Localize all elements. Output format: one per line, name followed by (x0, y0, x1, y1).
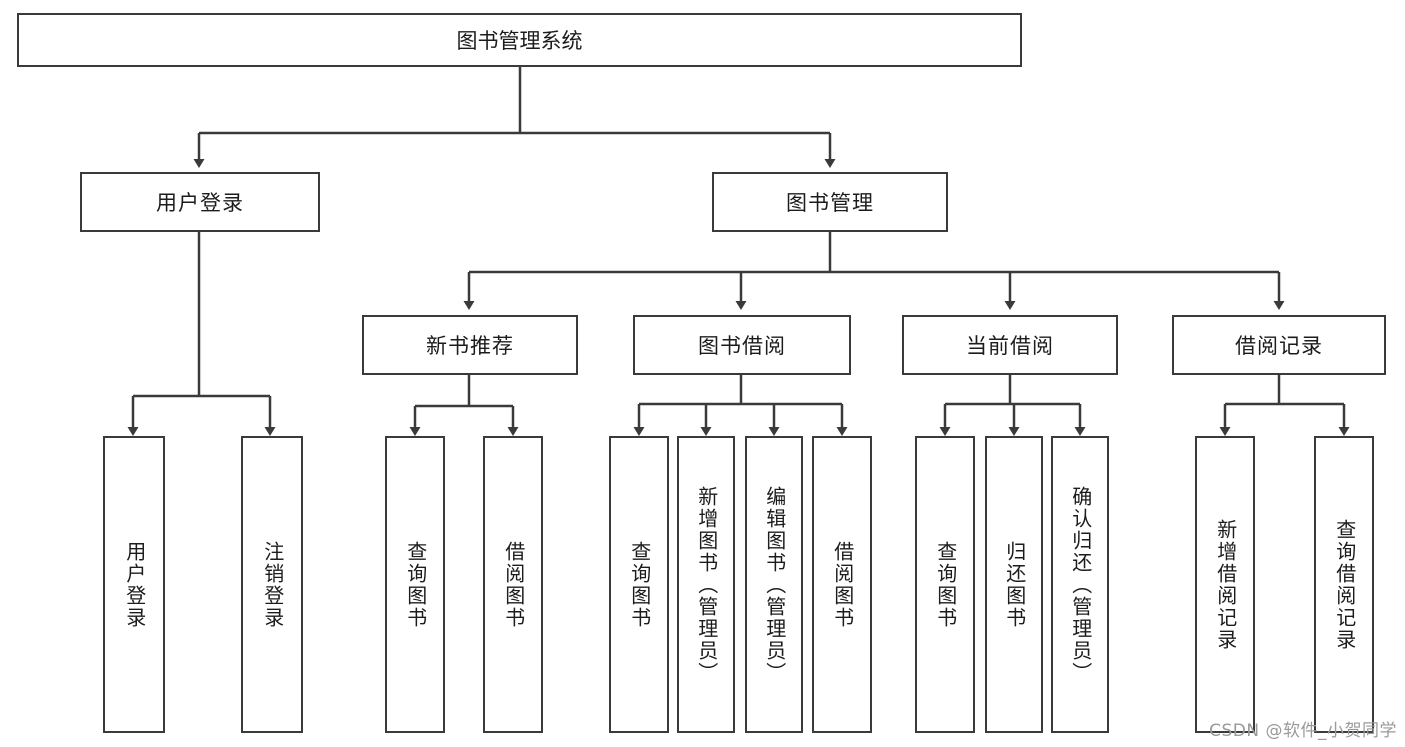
node-book-management[interactable]: 图书管理 (712, 172, 948, 232)
leaf-borrow-borrow-book[interactable]: 借阅图书 (812, 436, 872, 733)
leaf-record-add[interactable]: 新增借阅记录 (1195, 436, 1255, 733)
node-root-system[interactable]: 图书管理系统 (17, 13, 1022, 67)
node-label: 用户登录 (156, 191, 244, 215)
node-label: 图书管理 (786, 191, 874, 215)
node-label: 注销登录 (260, 540, 285, 629)
leaf-current-query-book[interactable]: 查询图书 (915, 436, 975, 733)
node-label: 新增借阅记录 (1213, 518, 1238, 651)
leaf-user-login-signout[interactable]: 注销登录 (241, 436, 303, 733)
node-user-login[interactable]: 用户登录 (80, 172, 320, 232)
leaf-user-login-signin[interactable]: 用户登录 (103, 436, 165, 733)
leaf-record-query[interactable]: 查询借阅记录 (1314, 436, 1374, 733)
node-label: 新增图书（管理员） (694, 485, 719, 684)
node-new-book-recommend[interactable]: 新书推荐 (362, 315, 578, 375)
node-label: 当前借阅 (966, 334, 1054, 358)
node-label: 查询图书 (403, 540, 428, 629)
node-current-borrow[interactable]: 当前借阅 (902, 315, 1118, 375)
node-label: 确认归还（管理员） (1068, 485, 1093, 684)
node-label: 借阅图书 (501, 540, 526, 629)
node-borrow-record[interactable]: 借阅记录 (1172, 315, 1386, 375)
node-label: 图书管理系统 (456, 29, 583, 53)
node-label: 查询借阅记录 (1332, 518, 1357, 651)
node-label: 查询图书 (627, 540, 652, 629)
node-label: 图书借阅 (698, 334, 786, 358)
watermark-text: CSDN @软件_小贺同学 (1209, 721, 1397, 741)
node-label: 新书推荐 (426, 334, 514, 358)
node-label: 编辑图书（管理员） (762, 485, 787, 684)
leaf-current-confirm-return-admin[interactable]: 确认归还（管理员） (1051, 436, 1109, 733)
leaf-borrow-query-book[interactable]: 查询图书 (609, 436, 669, 733)
node-label: 用户登录 (122, 540, 147, 629)
leaf-new-book-borrow[interactable]: 借阅图书 (483, 436, 543, 733)
leaf-borrow-add-book-admin[interactable]: 新增图书（管理员） (677, 436, 735, 733)
leaf-new-book-query[interactable]: 查询图书 (385, 436, 445, 733)
node-book-borrow[interactable]: 图书借阅 (633, 315, 851, 375)
node-label: 查询图书 (933, 540, 958, 629)
leaf-borrow-edit-book-admin[interactable]: 编辑图书（管理员） (745, 436, 803, 733)
node-label: 借阅记录 (1235, 334, 1323, 358)
leaf-current-return-book[interactable]: 归还图书 (985, 436, 1043, 733)
node-label: 借阅图书 (830, 540, 855, 629)
node-label: 归还图书 (1002, 540, 1027, 629)
